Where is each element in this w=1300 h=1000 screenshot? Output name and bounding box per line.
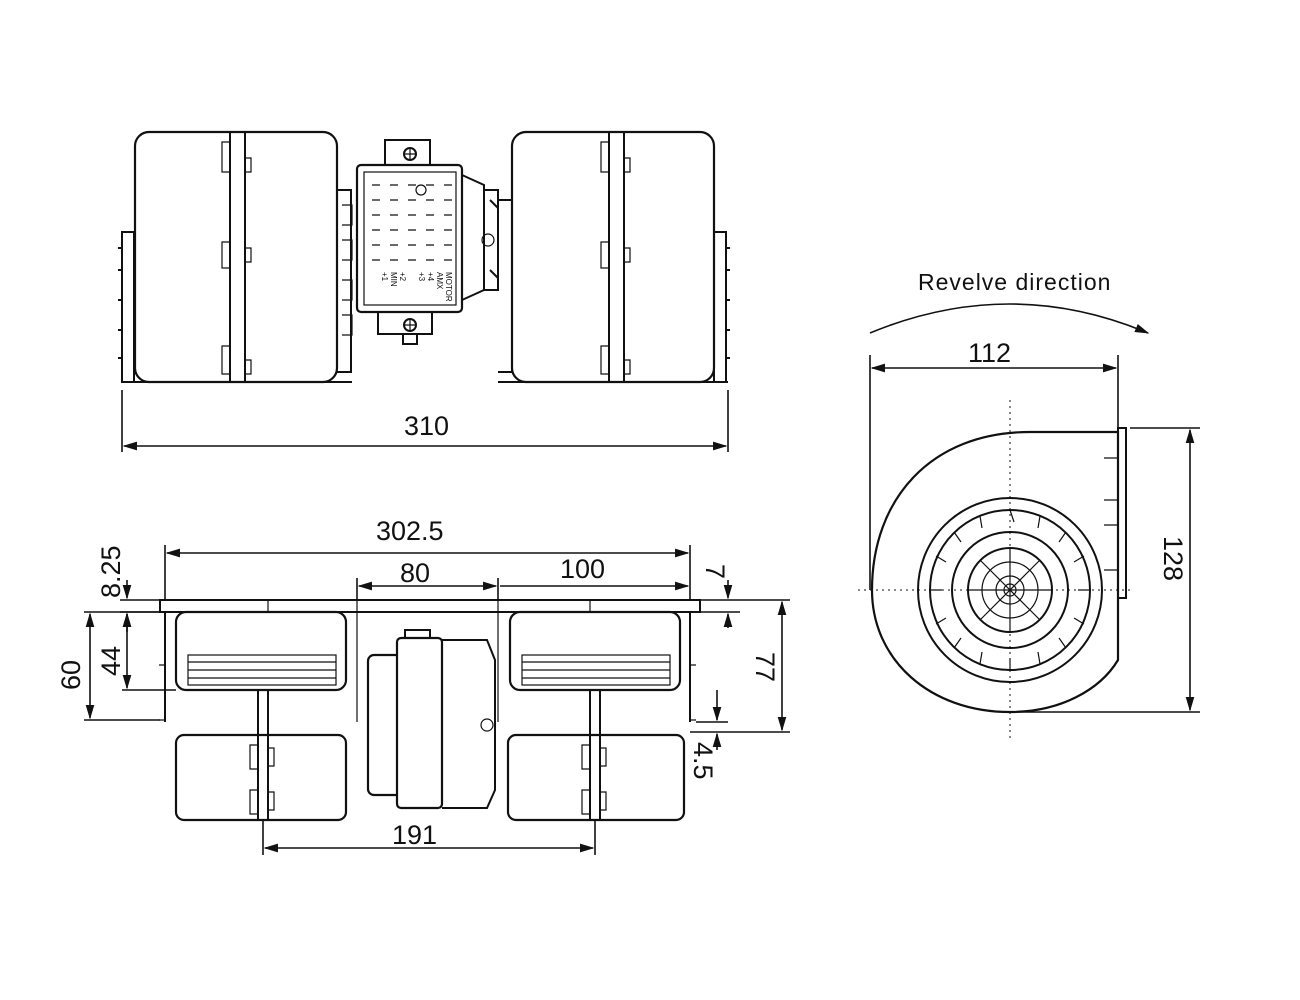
front-view: 302.5 80 100 8.25 44 [56, 516, 790, 855]
dim-label: 112 [968, 338, 1011, 368]
rotation-label: Revelve direction [918, 269, 1111, 295]
dim-302-5: 302.5 [164, 516, 691, 600]
dim-label: 7 [700, 564, 730, 579]
motor-plate-line: +2 [398, 272, 407, 282]
right-outlet-front [506, 610, 686, 822]
resistor-grid [372, 184, 452, 261]
curved-arrow-icon [869, 303, 1150, 334]
motor-plate-line: AMX [435, 272, 444, 290]
motor-plate-line: MOTOR [444, 272, 453, 302]
dim-77: 77 [690, 600, 790, 733]
motor-plate-line: +4 [426, 272, 435, 282]
motor-plate-line: +1 [380, 272, 389, 282]
dim-label: 4.5 [688, 742, 718, 780]
dim-80: 80 [356, 558, 499, 600]
motor-top: MOTOR AMX +4 +3 +2 MIN +1 [355, 139, 499, 345]
dim-label: 310 [404, 411, 449, 441]
motor-plate-line: +3 [417, 272, 426, 282]
dim-7: 7 [700, 564, 790, 628]
dim-112: 112 [869, 338, 1119, 590]
dim-label: 77 [750, 652, 780, 682]
dim-8-25: 8.25 [96, 545, 160, 632]
motor-front [356, 612, 499, 810]
dim-44: 44 [96, 612, 176, 691]
dim-4-5: 4.5 [688, 690, 728, 780]
motor-plate-line: MIN [389, 272, 398, 287]
side-view: Revelve direction 112 128 [858, 269, 1200, 740]
right-housing-top [498, 130, 730, 384]
top-view: MOTOR AMX +4 +3 +2 MIN +1 310 [118, 130, 730, 452]
dim-label: 80 [400, 558, 430, 588]
dim-100: 100 [500, 554, 690, 591]
scroll-housing [858, 400, 1130, 740]
left-housing-top [118, 130, 353, 384]
motor-plate-labels: MOTOR AMX +4 +3 +2 MIN +1 [380, 272, 453, 302]
dim-label: 44 [96, 646, 126, 676]
dim-191: 191 [262, 820, 596, 855]
dim-label: 191 [392, 820, 437, 850]
left-outlet-front [174, 610, 348, 822]
dim-60: 60 [56, 611, 160, 721]
dim-label: 128 [1158, 536, 1188, 581]
dim-128: 128 [1010, 427, 1200, 713]
dim-310: 310 [121, 390, 729, 452]
mounting-plate [159, 599, 701, 613]
dim-label: 8.25 [96, 545, 126, 598]
dim-label: 60 [56, 660, 86, 690]
dim-label: 302.5 [376, 516, 444, 546]
dim-label: 100 [560, 554, 605, 584]
